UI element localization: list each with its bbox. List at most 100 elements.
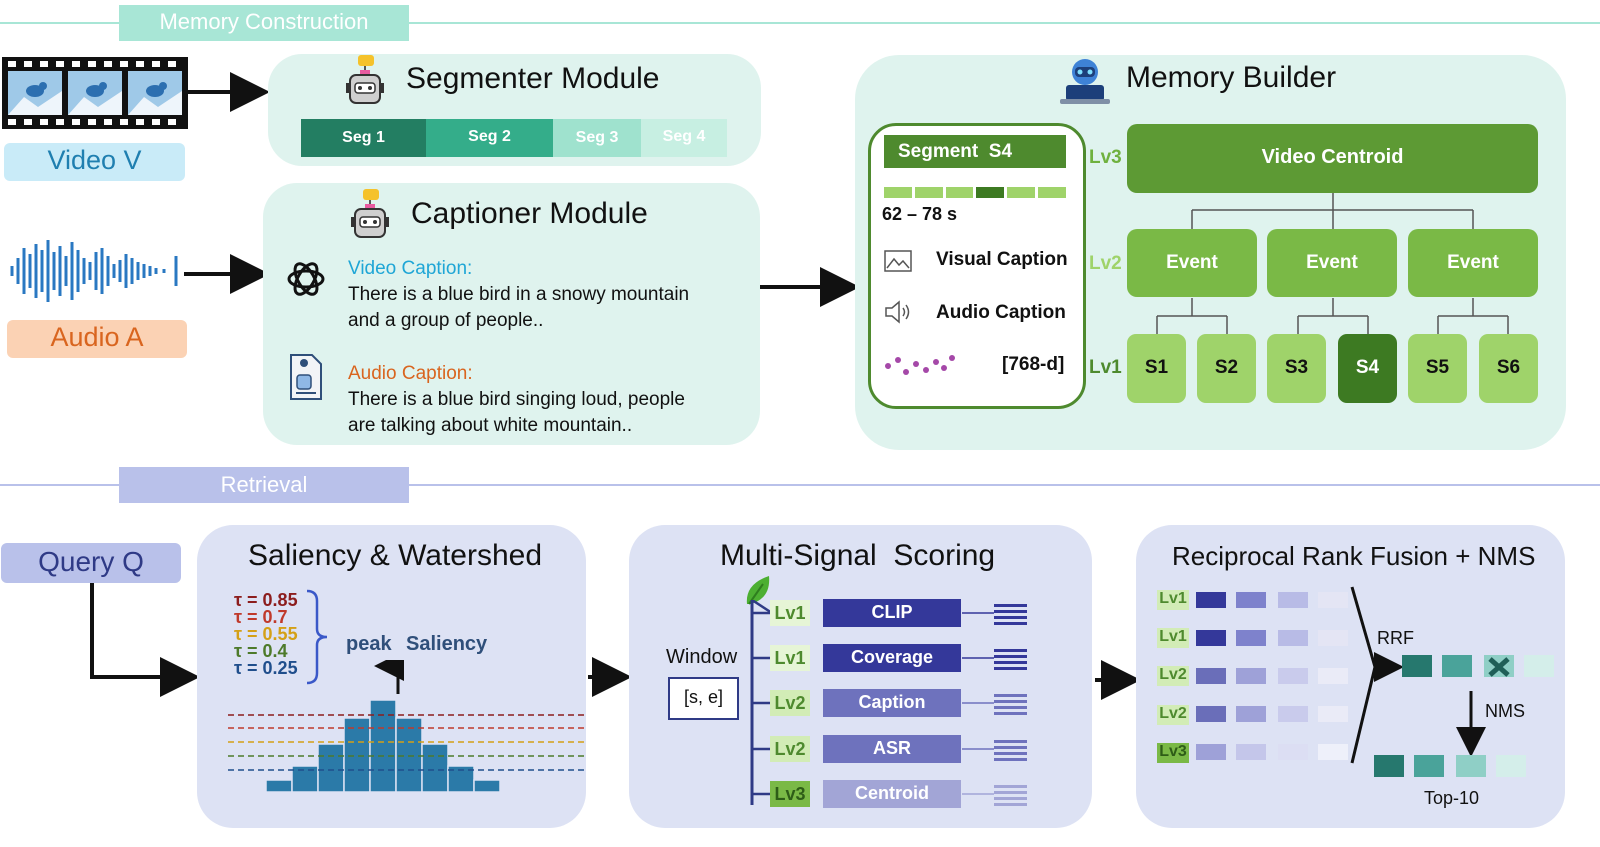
window-value: [s, e]: [683, 687, 723, 707]
level-chip-lv2: [770, 690, 810, 716]
level-label-lv2: Lv2: [1089, 253, 1122, 274]
segment-2: Seg 2: [426, 119, 553, 157]
level-chip-lv3: [770, 781, 810, 807]
score-lines: [962, 649, 1027, 670]
event-node: [1408, 229, 1538, 297]
score-lines: [962, 694, 1027, 715]
fusion-level-chip: [1157, 628, 1189, 648]
fusion-level-chip: [1157, 705, 1189, 725]
signal-label: CLIP: [871, 602, 913, 622]
audio-waveform-icon: [10, 240, 178, 302]
embedding-size: [768-d]: [1002, 354, 1065, 375]
segment-timeline: [884, 187, 1066, 198]
audio-caption-line-2: are talking about white mountain..: [348, 415, 633, 436]
level-chip-label: Lv1: [774, 603, 806, 623]
level-chip-label: Lv2: [774, 739, 806, 759]
leaf-label: S4: [1355, 357, 1380, 378]
openai-icon: [287, 262, 325, 296]
leaf-label: S3: [1284, 357, 1309, 378]
level-chip-lv1: [770, 645, 810, 671]
threshold-3: τ = 0.4: [234, 641, 288, 661]
video-input-box: [4, 143, 185, 181]
retrieval-section-label: Retrieval: [220, 472, 308, 497]
level-chip-label: Lv2: [774, 693, 806, 713]
threshold-4: τ = 0.25: [234, 658, 298, 678]
nms-label: NMS: [1485, 701, 1525, 721]
leaf-label: S2: [1214, 357, 1239, 378]
signal-label: Centroid: [855, 783, 929, 803]
leaf-node-selected: [1338, 334, 1397, 403]
saliency-title: Saliency & Watershed: [248, 539, 543, 572]
event-label: Event: [1447, 252, 1499, 273]
signal-bar-asr: [823, 735, 961, 763]
robot-icon: [346, 55, 384, 104]
leaf-node: [1127, 334, 1186, 403]
segment-bar: Seg 1 Seg 2 Seg 3 Seg 4: [301, 119, 727, 157]
leaf-node: [1408, 334, 1467, 403]
video-caption-label: Video Caption:: [348, 258, 473, 279]
leaf-node: [1267, 334, 1326, 403]
level-chip-label: Lv3: [774, 784, 806, 804]
audio-input-box: [7, 320, 187, 358]
fusion-level-chip: [1157, 743, 1189, 763]
audio-document-icon: [290, 354, 322, 400]
threshold-brace: [306, 589, 328, 685]
leaf-label: S5: [1425, 357, 1450, 378]
leaf-label: S6: [1496, 357, 1521, 378]
fusion-level-label: Lv1: [1159, 628, 1187, 645]
segment-time: 62 – 78 s: [882, 204, 958, 224]
audio-input-label: Audio A: [50, 322, 144, 352]
leaf-node: [1197, 334, 1256, 403]
query-box: [1, 543, 181, 583]
event-node: [1127, 229, 1257, 297]
score-lines: [962, 785, 1027, 806]
audio-caption-line-1: There is a blue bird singing loud, peopl…: [348, 389, 685, 410]
segment-1: Seg 1: [301, 119, 426, 157]
captioner-title: Captioner Module: [411, 197, 648, 230]
signal-bar-caption: [823, 689, 961, 717]
image-icon: [884, 250, 912, 272]
segment-card-header-label: Segment S4: [898, 141, 1013, 162]
saliency-label: Saliency: [406, 633, 488, 655]
fusion-title: Reciprocal Rank Fusion + NMS: [1172, 541, 1536, 571]
saliency-histogram: [228, 660, 588, 793]
signal-label: Caption: [858, 692, 926, 712]
speaker-icon: [885, 300, 910, 324]
audio-caption-card-label: Audio Caption: [936, 302, 1066, 323]
video-centroid-node: [1127, 124, 1538, 193]
leaf-label: S1: [1144, 357, 1169, 378]
event-label: Event: [1166, 252, 1218, 273]
video-caption-line-1: There is a blue bird in a snowy mountain: [348, 284, 690, 305]
robot-laptop-icon: [1060, 59, 1110, 104]
retrieval-section-tab: [119, 467, 409, 503]
segment-4: Seg 4: [641, 119, 727, 157]
captioner-panel: [263, 183, 760, 445]
embedding-dots-icon: [885, 355, 955, 375]
visual-caption-label: Visual Caption: [936, 249, 1068, 270]
score-lines: [962, 740, 1027, 761]
signal-bar-centroid: [823, 780, 961, 808]
threshold-1: τ = 0.7: [234, 607, 288, 627]
rrf-label: RRF: [1377, 628, 1414, 648]
fusion-level-label: Lv1: [1159, 590, 1187, 607]
level-chip-label: Lv1: [774, 648, 806, 668]
event-node: [1267, 229, 1397, 297]
segment-card-header: [884, 135, 1066, 168]
memory-section-tab: [119, 5, 409, 41]
signal-label: ASR: [872, 738, 911, 758]
memory-builder-title: Memory Builder: [1126, 61, 1337, 94]
fusion-level-chip: [1157, 590, 1189, 610]
segment-3: Seg 3: [553, 119, 641, 157]
signal-bar-clip: [823, 599, 961, 627]
scoring-tree-lines: [750, 600, 773, 805]
video-centroid-label: Video Centroid: [1261, 146, 1404, 168]
segment-card: [868, 123, 1086, 409]
threshold-2: τ = 0.55: [234, 624, 298, 644]
video-caption-line-2: and a group of people..: [348, 310, 544, 331]
memory-arrows: [184, 72, 860, 307]
retrieval-arrows: [90, 583, 1141, 700]
query-label: Query Q: [38, 546, 144, 577]
signal-bar-coverage: [823, 644, 961, 672]
tree-connectors: [1156, 192, 1509, 334]
level-label-lv3: Lv3: [1089, 147, 1122, 168]
